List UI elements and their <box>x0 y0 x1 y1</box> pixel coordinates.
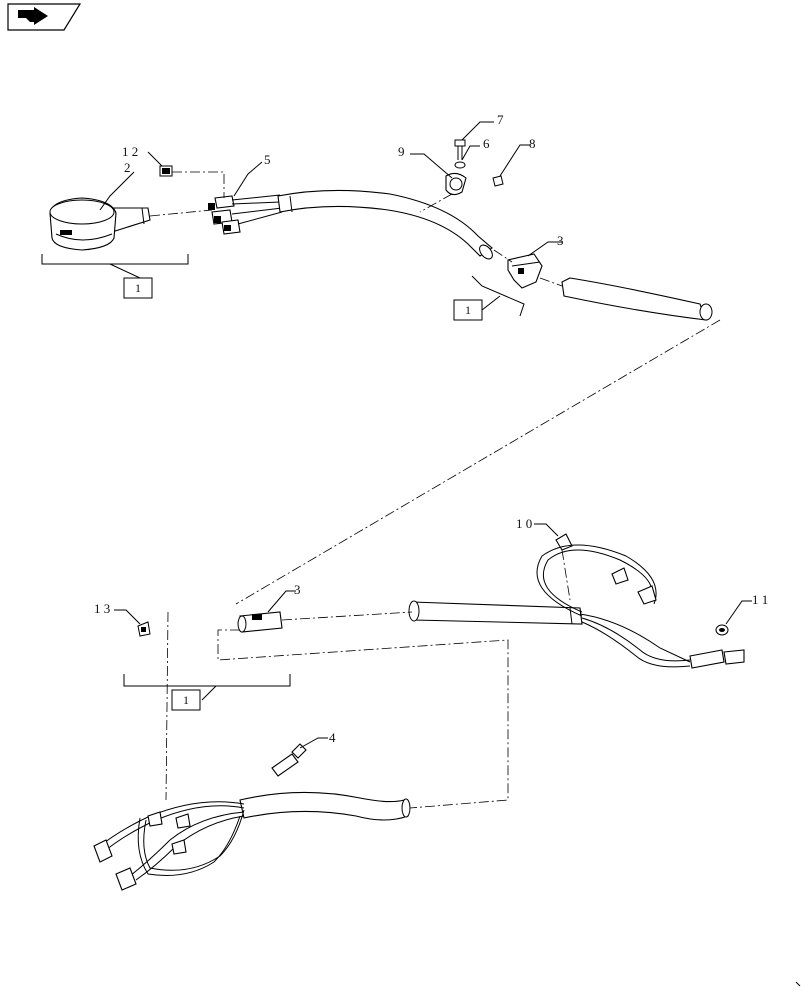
top-right-hose <box>561 277 713 321</box>
ref-box-label-top-left: 1 <box>135 281 141 295</box>
part-4-plug <box>271 743 307 777</box>
part-2-housing <box>49 197 151 251</box>
part-3-tee-upper <box>507 253 543 289</box>
callout-6: 6 <box>483 136 490 151</box>
callout-13: 1 3 <box>94 601 110 616</box>
part-13-clip <box>137 621 151 637</box>
next-page-button[interactable] <box>7 3 82 31</box>
part-7-screw <box>454 139 466 160</box>
callout-12: 1 2 <box>122 144 138 159</box>
part-6-washer <box>454 161 466 169</box>
part-9-clamp <box>445 172 467 196</box>
callout-3-upper: 3 <box>557 233 564 248</box>
part-5-connectors <box>208 194 283 235</box>
callout-5: 5 <box>264 152 271 167</box>
ref-box-label-top-right: 1 <box>465 303 471 317</box>
lower-main-hose <box>408 600 583 625</box>
part-12-clip <box>159 165 173 177</box>
callout-10: 1 0 <box>516 516 532 531</box>
right-wire-harness <box>536 544 745 669</box>
corner-mark <box>795 981 801 987</box>
ref-box-label-bottom: 1 <box>183 693 189 707</box>
next-page-arrow-icon <box>18 7 48 25</box>
callout-8: 8 <box>529 136 536 151</box>
callout-9: 9 <box>398 144 405 159</box>
bottom-hose-harness <box>93 791 411 891</box>
callout-11: 1 1 <box>752 592 768 607</box>
leader-lines <box>99 121 752 749</box>
part-11-cap <box>715 624 729 636</box>
callout-7: 7 <box>497 112 504 127</box>
callout-2: 2 <box>124 160 131 175</box>
part-3-sleeve-lower <box>237 611 283 633</box>
top-hose <box>277 189 493 260</box>
callout-4: 4 <box>329 730 336 745</box>
ref-bracket-top-left <box>41 254 189 299</box>
ref-bracket-top-right <box>453 275 525 321</box>
connection-lines <box>149 171 721 809</box>
callout-3-lower: 3 <box>294 582 301 597</box>
ref-bracket-bottom <box>123 674 291 711</box>
part-8-nut <box>492 175 504 187</box>
